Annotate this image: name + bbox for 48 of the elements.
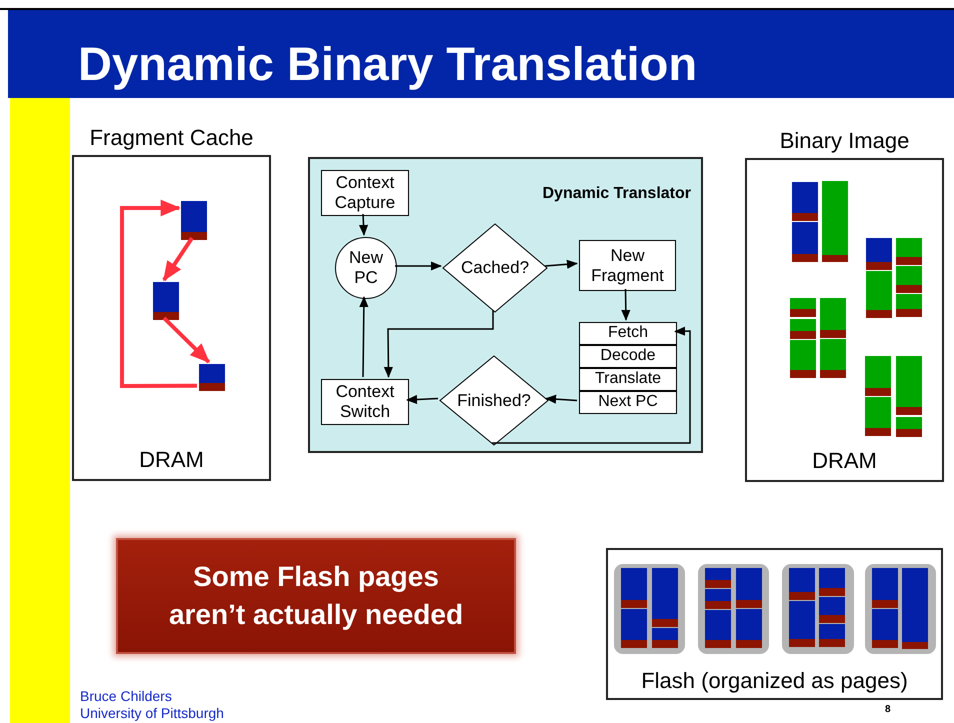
stage-cell — [579, 345, 677, 368]
decision-diamond — [440, 356, 548, 445]
step-text: Context Switch — [334, 382, 396, 422]
arrow — [406, 394, 438, 404]
memory-label: DRAM — [138, 447, 205, 473]
stage-cell — [579, 322, 677, 345]
slide-title: Dynamic Binary Translation — [78, 36, 698, 91]
code-fragment-block — [199, 364, 225, 391]
step-text: Context Capture — [334, 173, 396, 213]
decision-text: Cached? — [460, 258, 530, 278]
box-heading: Fragment Cache — [88, 125, 254, 151]
decision-text: Finished? — [457, 390, 531, 410]
memory-label: Flash (organized as pages) — [640, 668, 909, 694]
code-fragment-block — [153, 282, 179, 320]
step-text: Next PC — [598, 393, 658, 412]
affiliation: University of Pittsburgh — [80, 705, 224, 721]
arrow — [384, 310, 494, 378]
translator-panel — [308, 157, 703, 453]
arrow — [162, 316, 210, 364]
process-box — [321, 170, 409, 216]
page-number: 8 — [885, 704, 891, 715]
process-box — [579, 240, 676, 291]
memory-label: DRAM — [811, 448, 878, 474]
step-text: Translate — [594, 370, 662, 389]
arrow — [544, 260, 578, 269]
arrow — [545, 394, 578, 404]
author-name: Bruce Childers — [80, 688, 172, 704]
memory-box — [606, 548, 943, 700]
stage-cell — [579, 368, 677, 391]
step-text: Fetch — [608, 324, 648, 343]
step-text: New Fragment — [590, 246, 665, 286]
arrow — [395, 261, 442, 271]
panel-title: Dynamic Translator — [542, 185, 691, 203]
arrow — [120, 200, 197, 388]
callout-box — [116, 538, 516, 654]
process-box — [321, 379, 409, 425]
callout-text: Some Flash pages aren’t actually needed — [168, 560, 464, 632]
decision-diamond — [443, 224, 547, 312]
arrow — [358, 214, 368, 236]
arrow — [359, 296, 368, 378]
stage-cell — [579, 391, 677, 414]
code-fragment-block — [181, 201, 207, 240]
arrow — [162, 236, 194, 282]
arrow — [621, 288, 630, 321]
box-heading: Binary Image — [778, 128, 910, 154]
step-text: Decode — [600, 347, 656, 366]
step-text: New PC — [348, 248, 384, 288]
arrow — [491, 326, 691, 444]
